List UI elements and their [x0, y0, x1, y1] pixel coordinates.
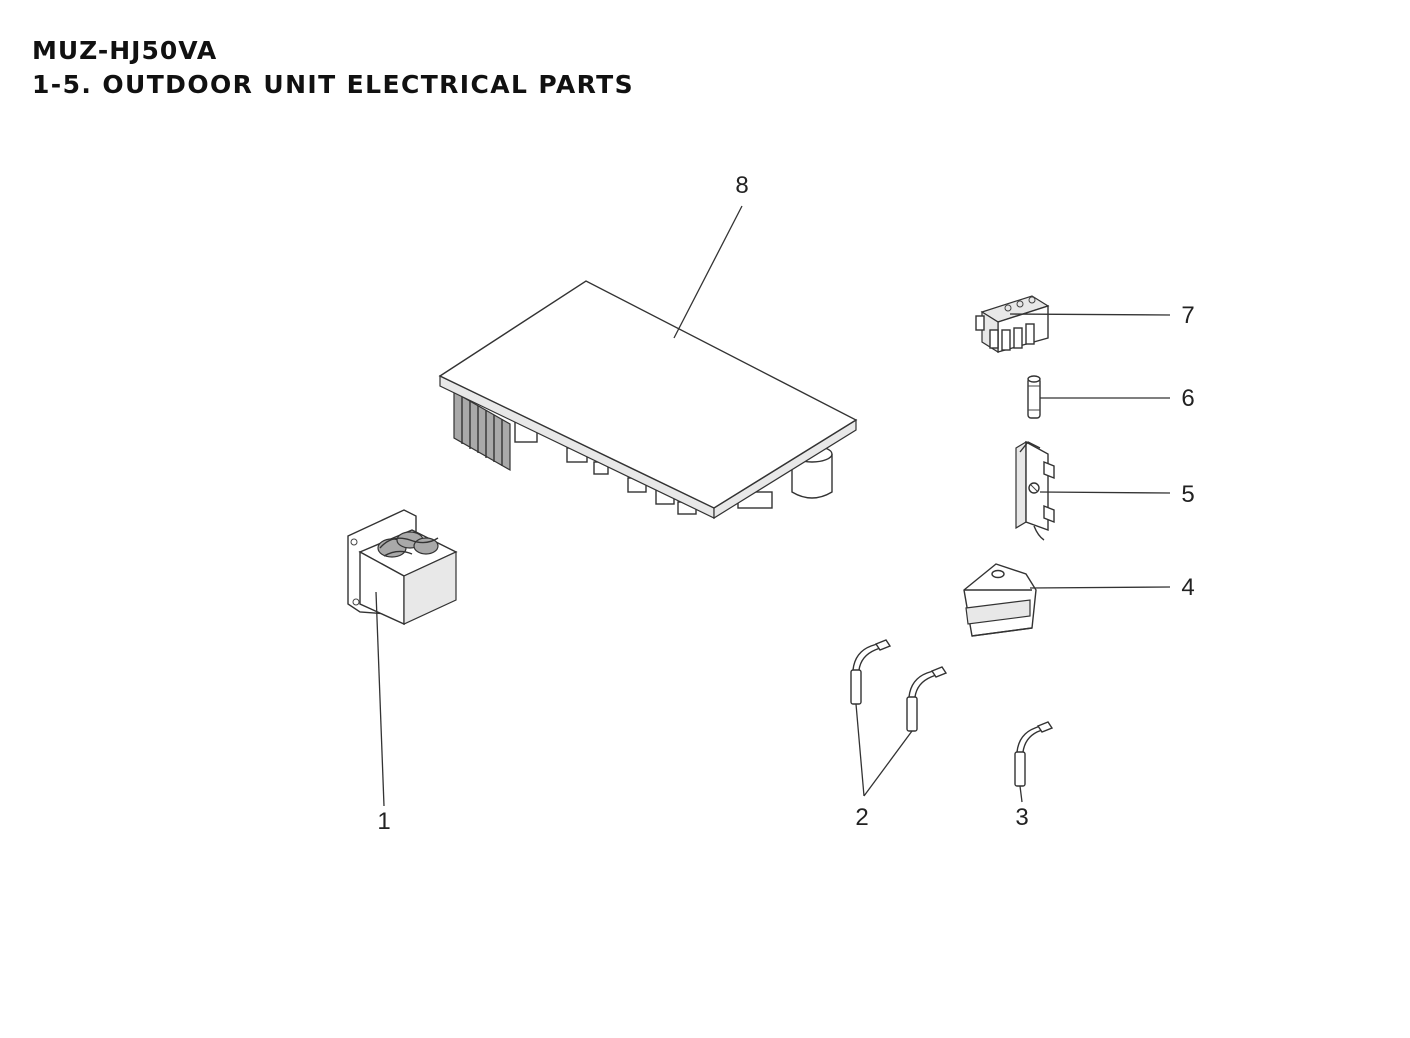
callout-2: 2	[855, 804, 868, 831]
leader-line-7	[1009, 313, 1171, 316]
part-6-fuse-drawing	[1027, 375, 1041, 419]
model-title: MUZ-HJ50VA	[32, 36, 218, 65]
callout-4: 4	[1181, 574, 1194, 601]
part-5-fuse-holder-drawing	[1015, 440, 1055, 541]
part-7-terminal-block-drawing	[975, 295, 1050, 354]
section-title: 1-5. OUTDOOR UNIT ELECTRICAL PARTS	[32, 70, 634, 99]
leader-line-8	[673, 205, 743, 339]
callout-1: 1	[377, 808, 390, 835]
callout-6: 6	[1181, 385, 1194, 412]
part-8-pcb-drawing	[438, 280, 858, 520]
callout-numbers: 8 7 6 5 4 1 2 3	[377, 172, 1194, 835]
leader-line-1	[375, 591, 385, 807]
page-header: MUZ-HJ50VA 1-5. OUTDOOR UNIT ELECTRICAL …	[32, 34, 634, 102]
part-1-reactor-drawing	[347, 509, 458, 626]
leader-line-3	[1019, 785, 1023, 803]
callout-3: 3	[1015, 804, 1028, 831]
callout-8: 8	[735, 172, 748, 199]
leader-lines	[375, 205, 1171, 807]
leader-line-5	[1039, 491, 1171, 494]
part-3-thermistor-drawing	[1014, 721, 1054, 787]
leader-line-4	[1029, 586, 1171, 589]
callout-7: 7	[1181, 302, 1194, 329]
leader-line-2a	[855, 703, 865, 797]
part-2-thermistors-drawing	[850, 639, 948, 732]
callout-5: 5	[1181, 481, 1194, 508]
part-4-block-drawing	[963, 563, 1037, 637]
leader-line-2b	[863, 730, 913, 797]
